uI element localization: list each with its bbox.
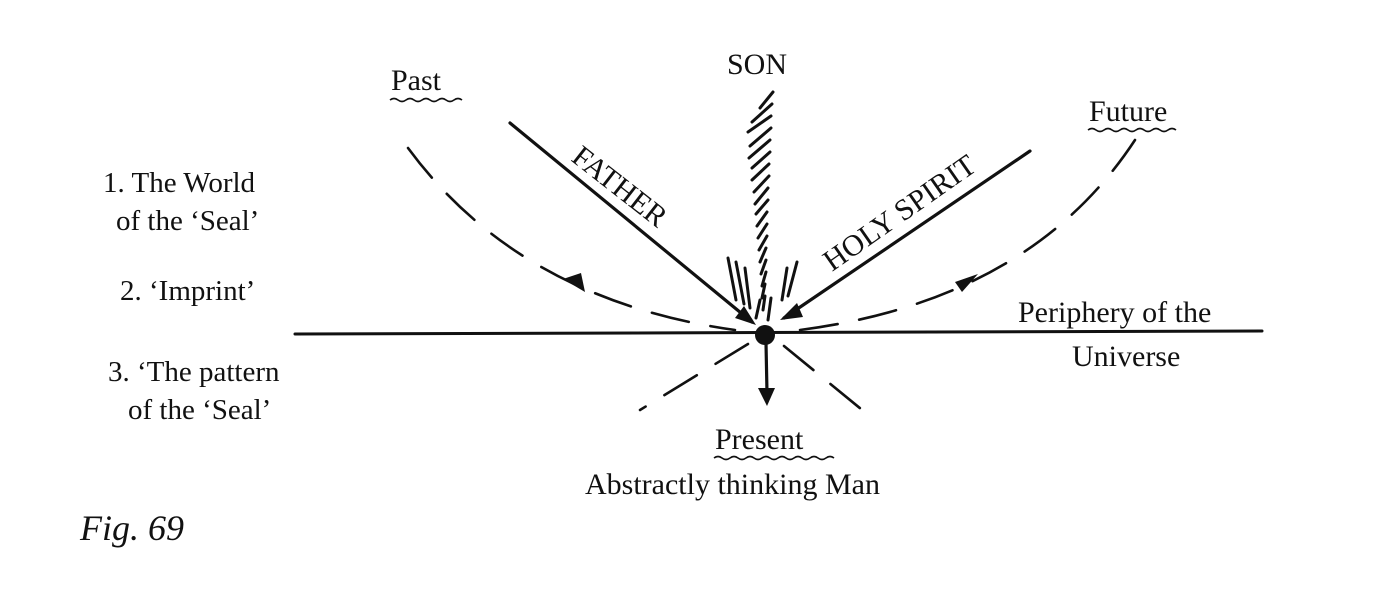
level-2-line1: 2. ‘Imprint’ bbox=[120, 275, 255, 307]
present-underline bbox=[713, 455, 835, 461]
periphery-line bbox=[293, 329, 1264, 336]
level-3-line1: 3. ‘The pattern bbox=[108, 356, 280, 388]
level-3-line2: of the ‘Seal’ bbox=[128, 394, 271, 426]
present-arrowhead bbox=[758, 388, 775, 406]
father-ray bbox=[508, 121, 754, 324]
present-label: Present bbox=[715, 423, 804, 456]
lower-right-dashed-ray bbox=[782, 344, 874, 420]
future-label: Future bbox=[1089, 95, 1167, 128]
level-1-line2: of the ‘Seal’ bbox=[116, 205, 259, 237]
father-arrowhead bbox=[735, 306, 756, 325]
lower-left-dashed-ray bbox=[638, 342, 750, 412]
abstract-man-label: Abstractly thinking Man bbox=[585, 468, 880, 501]
past-label: Past bbox=[391, 64, 442, 97]
holy-spirit-arrowhead bbox=[780, 303, 803, 320]
future-dashed-arc bbox=[798, 138, 1137, 332]
present-arrow-line bbox=[764, 341, 769, 395]
holy-spirit-ray bbox=[782, 149, 1032, 320]
past-underline bbox=[389, 97, 463, 103]
past-dashed-arc bbox=[406, 146, 737, 332]
periphery-label-line1: Periphery of the bbox=[1018, 296, 1211, 329]
periphery-label-line2: Universe bbox=[1072, 340, 1180, 373]
future-arc-arrowhead bbox=[955, 274, 978, 292]
son-label: SON bbox=[727, 48, 787, 81]
figure-caption: Fig. 69 bbox=[79, 508, 184, 548]
central-point bbox=[755, 325, 775, 345]
past-arc-arrowhead bbox=[563, 273, 585, 292]
son-ray bbox=[726, 90, 799, 322]
level-1-line1: 1. The World bbox=[103, 167, 256, 199]
father-label: FATHER bbox=[566, 140, 674, 234]
future-underline bbox=[1087, 127, 1177, 133]
holy-spirit-label: HOLY SPIRIT bbox=[817, 148, 982, 277]
